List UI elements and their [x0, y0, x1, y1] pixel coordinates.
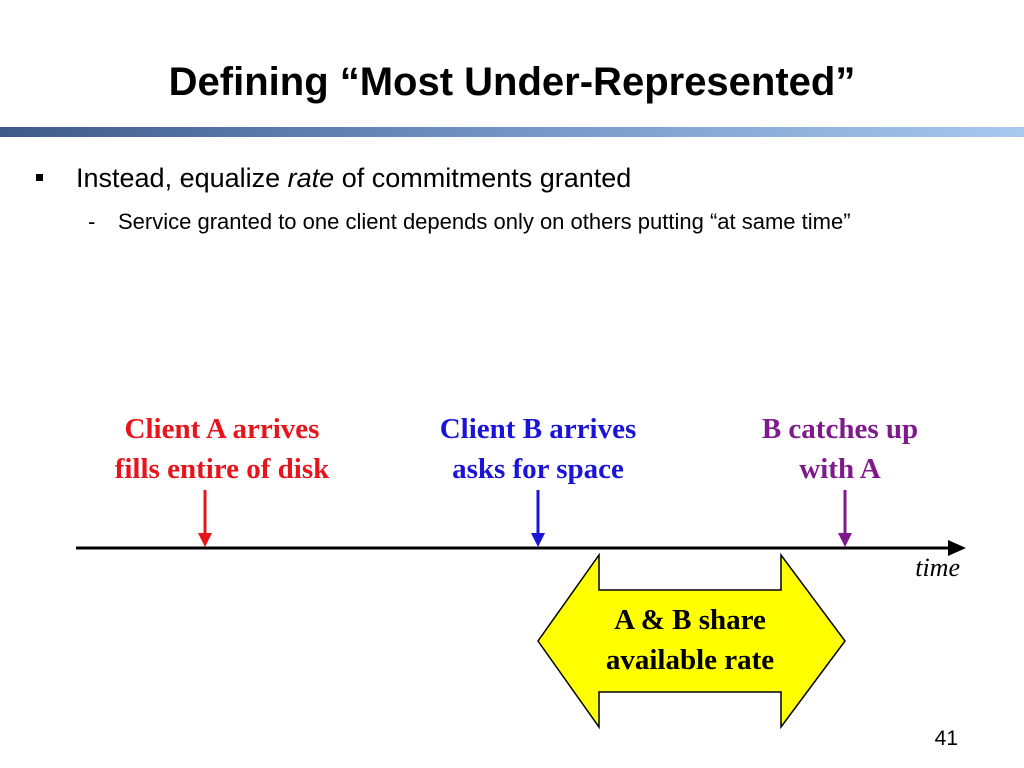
page-number: 41	[934, 727, 958, 750]
share-double-arrow-shape	[537, 552, 846, 730]
share-line-1: A & B share	[614, 604, 766, 636]
bullet-prefix: Instead, equalize	[76, 163, 288, 193]
bullet-suffix: of commitments granted	[334, 163, 632, 193]
event-b-line-1: Client B arrives	[439, 413, 637, 445]
bullet-level-1-text: Instead, equalize rate of commitments gr…	[76, 160, 631, 196]
event-c-line-1: B catches up	[761, 413, 919, 445]
event-c-arrow-icon	[838, 533, 852, 547]
bullet-emphasis: rate	[287, 163, 335, 193]
event-b-arrow-icon	[531, 533, 545, 547]
share-box-label: A & B share available rate	[560, 600, 820, 680]
event-label-client-a: Client A arrives fills entire of disk	[62, 409, 382, 489]
slide-title: Defining “Most Under-Represented”	[168, 60, 856, 104]
share-line-2: available rate	[605, 644, 775, 676]
event-c-line-2: with A	[799, 453, 881, 485]
event-a-arrow-icon	[198, 533, 212, 547]
event-b-line-2: asks for space	[452, 453, 624, 485]
event-a-line-1: Client A arrives	[124, 413, 320, 445]
square-bullet-icon	[36, 174, 43, 181]
event-label-client-b: Client B arrives asks for space	[378, 409, 698, 489]
dash-bullet: -	[88, 209, 96, 234]
event-a-line-2: fills entire of disk	[114, 453, 330, 485]
title-rule	[0, 127, 1024, 137]
bullet-level-2-text: Service granted to one client depends on…	[118, 209, 851, 234]
time-axis-label: time	[915, 553, 960, 582]
event-label-catch-up: B catches up with A	[680, 409, 1000, 489]
time-axis-arrowhead-icon	[948, 540, 966, 556]
